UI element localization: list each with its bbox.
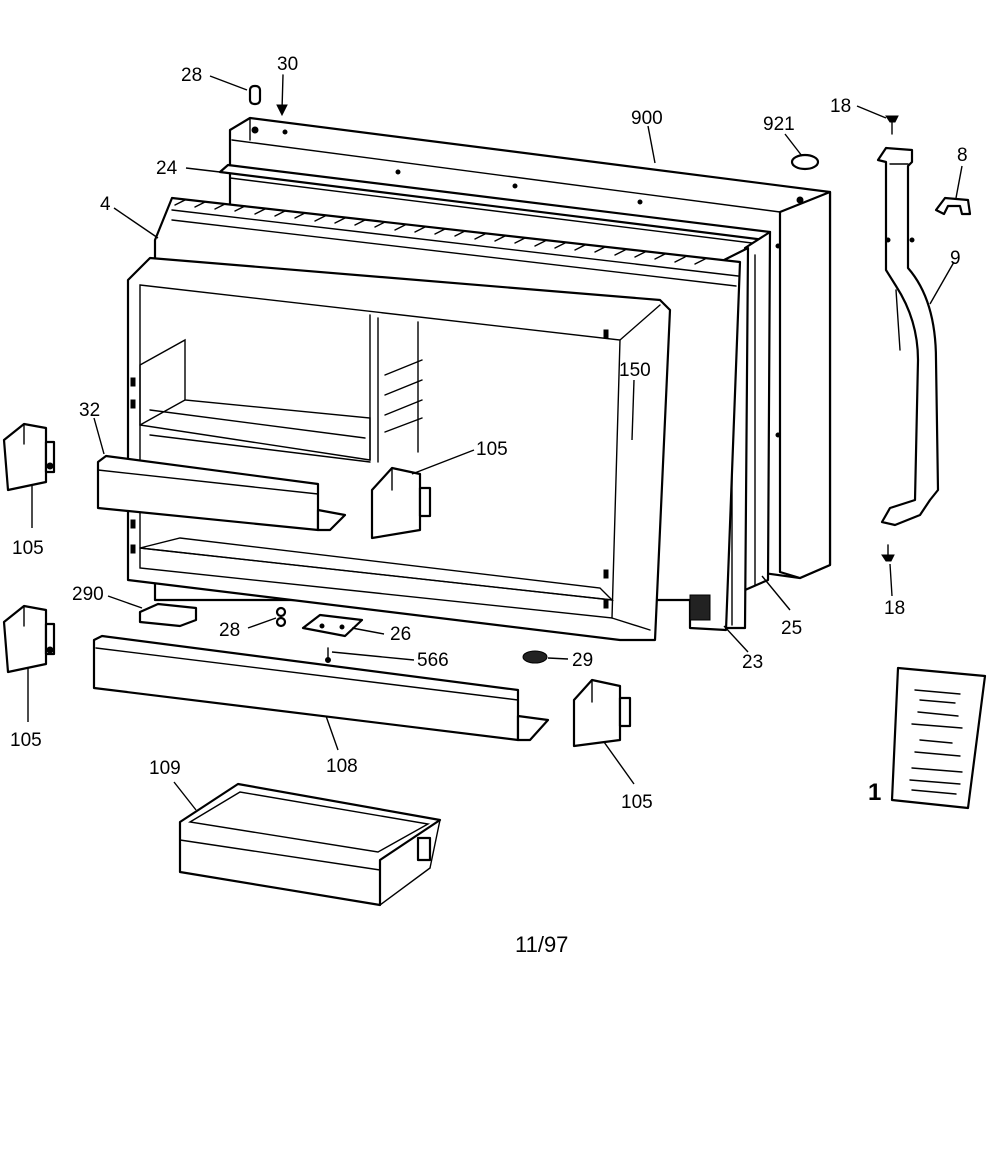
callout-105-left-top: 105	[12, 538, 44, 559]
callout-150: 150	[619, 360, 651, 381]
callout-18-top: 18	[830, 96, 851, 117]
callout-105-left-bottom: 105	[10, 730, 42, 751]
shelf-bracket-left-bottom	[2, 604, 56, 674]
callout-labels: 28 30 900 921 18 8 24 4 9 150 32 105 105…	[10, 54, 968, 813]
callout-921: 921	[763, 114, 795, 135]
shelf-bar-32	[96, 454, 347, 532]
bracket-290	[138, 602, 198, 628]
callout-29: 29	[572, 650, 593, 671]
callout-8: 8	[957, 145, 968, 166]
shelf-bracket-right	[572, 678, 632, 748]
screw-18-top	[885, 115, 899, 135]
callout-290: 290	[72, 584, 104, 605]
callout-9: 9	[950, 248, 961, 269]
screw-28-top	[248, 84, 262, 106]
callout-4: 4	[100, 194, 111, 215]
callout-24: 24	[156, 158, 178, 179]
callout-108: 108	[326, 756, 358, 777]
callout-32: 32	[79, 400, 100, 421]
arrow-30	[276, 74, 288, 117]
plug-29	[522, 650, 548, 664]
callout-105-right: 105	[621, 792, 653, 813]
callout-26: 26	[390, 624, 411, 645]
instruction-manual-1	[890, 666, 987, 810]
callout-18-bottom: 18	[884, 598, 905, 619]
screw-18-bottom	[881, 544, 895, 562]
callout-900: 900	[631, 108, 663, 129]
plug-921	[790, 153, 820, 171]
door-bin-109	[178, 782, 442, 907]
callout-109: 109	[149, 758, 181, 779]
callout-30: 30	[277, 54, 298, 75]
door-handle-9	[876, 146, 940, 527]
shelf-bar-108	[92, 634, 550, 742]
callout-23: 23	[742, 652, 763, 673]
shelf-bracket-center	[370, 466, 432, 540]
callout-28-mid: 28	[219, 620, 240, 641]
callout-28-top: 28	[181, 65, 202, 86]
callout-25: 25	[781, 618, 802, 639]
door-inner-liner	[126, 256, 672, 642]
shelf-bracket-left-top	[2, 422, 56, 492]
clip-8	[934, 196, 972, 216]
screw-28-mid	[275, 606, 287, 628]
callout-566: 566	[417, 650, 449, 671]
plate-26	[301, 613, 364, 638]
callout-1: 1	[868, 779, 881, 806]
screw-566	[325, 647, 331, 663]
diagram-date: 11/97	[515, 932, 568, 957]
callout-105-center: 105	[476, 439, 508, 460]
leader-lines	[27, 75, 963, 811]
